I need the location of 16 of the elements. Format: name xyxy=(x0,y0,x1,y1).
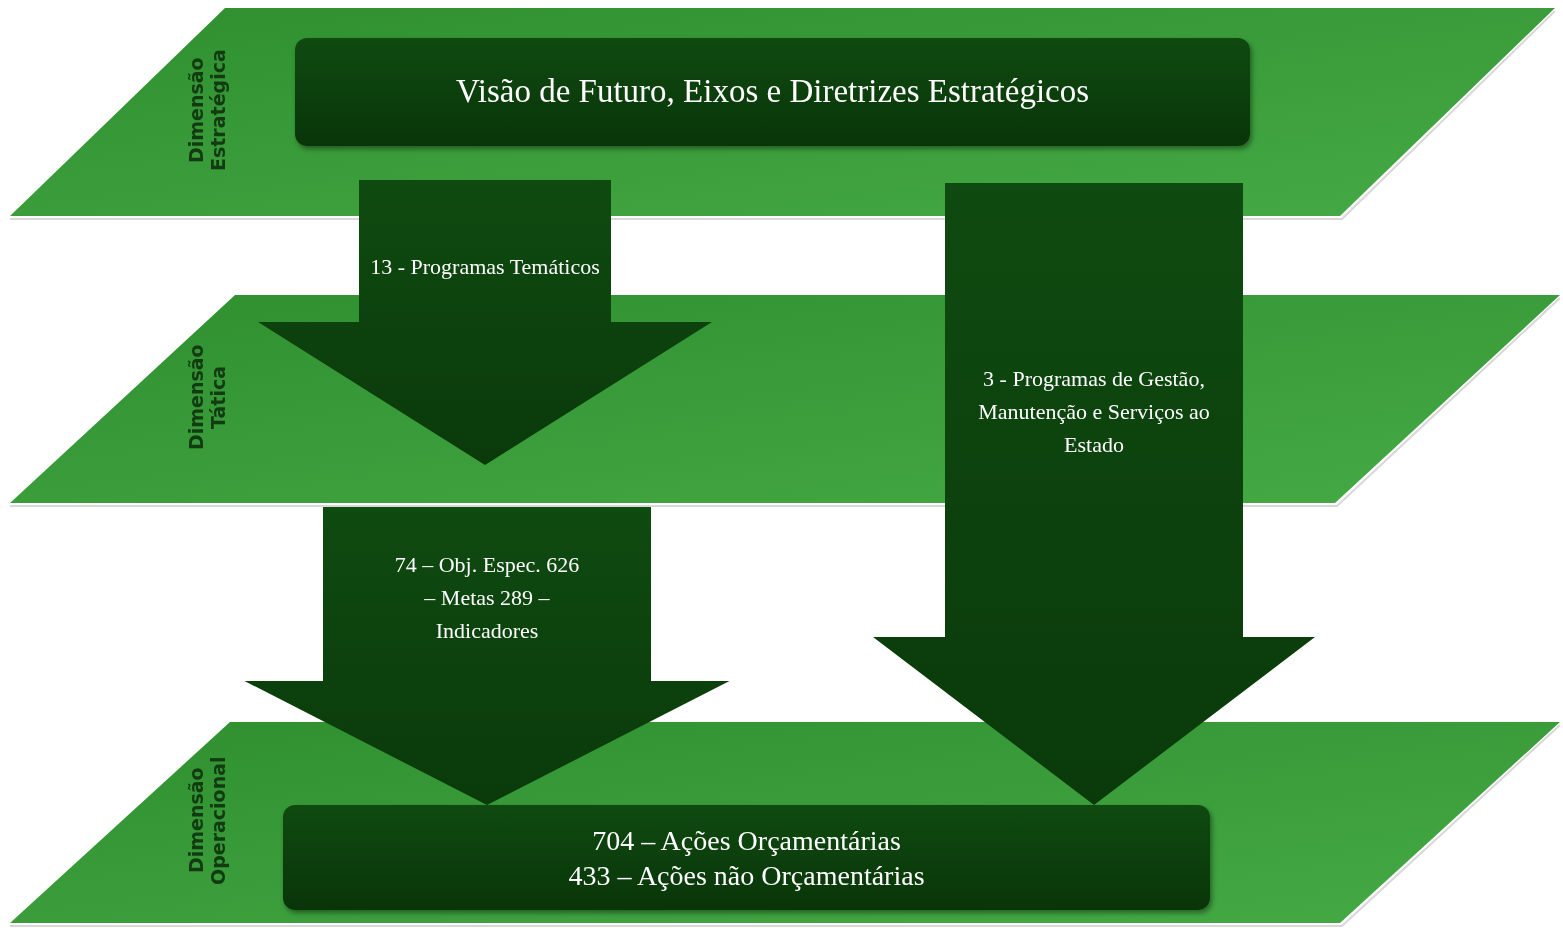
layer-plane xyxy=(10,8,1555,220)
layer-label: Dimensão Tática xyxy=(186,343,230,452)
box-text: 433 – Ações não Orçamentárias xyxy=(568,858,925,893)
dark-box xyxy=(295,38,1250,146)
layer-label: Dimensão Operacional xyxy=(186,755,230,887)
edge-label: 74 – Obj. Espec. 626 – Metas 289 – Indicadores xyxy=(393,551,581,645)
box-text: Visão de Futuro, Eixos e Diretrizes Estratégicos xyxy=(455,72,1090,112)
layer-label: Dimensão Estratégica xyxy=(186,48,230,173)
block-arrow xyxy=(244,507,730,805)
edge-label: 13 - Programas Temáticos xyxy=(369,253,601,281)
block-arrow xyxy=(873,183,1315,805)
dark-box xyxy=(283,805,1210,910)
layer-plane xyxy=(10,722,1560,927)
edge-label: 3 - Programas de Gestão, Manutenção e Serviços ao Estado xyxy=(977,365,1211,459)
block-arrow xyxy=(258,180,712,465)
box-text: 704 – Ações Orçamentárias xyxy=(592,823,901,858)
